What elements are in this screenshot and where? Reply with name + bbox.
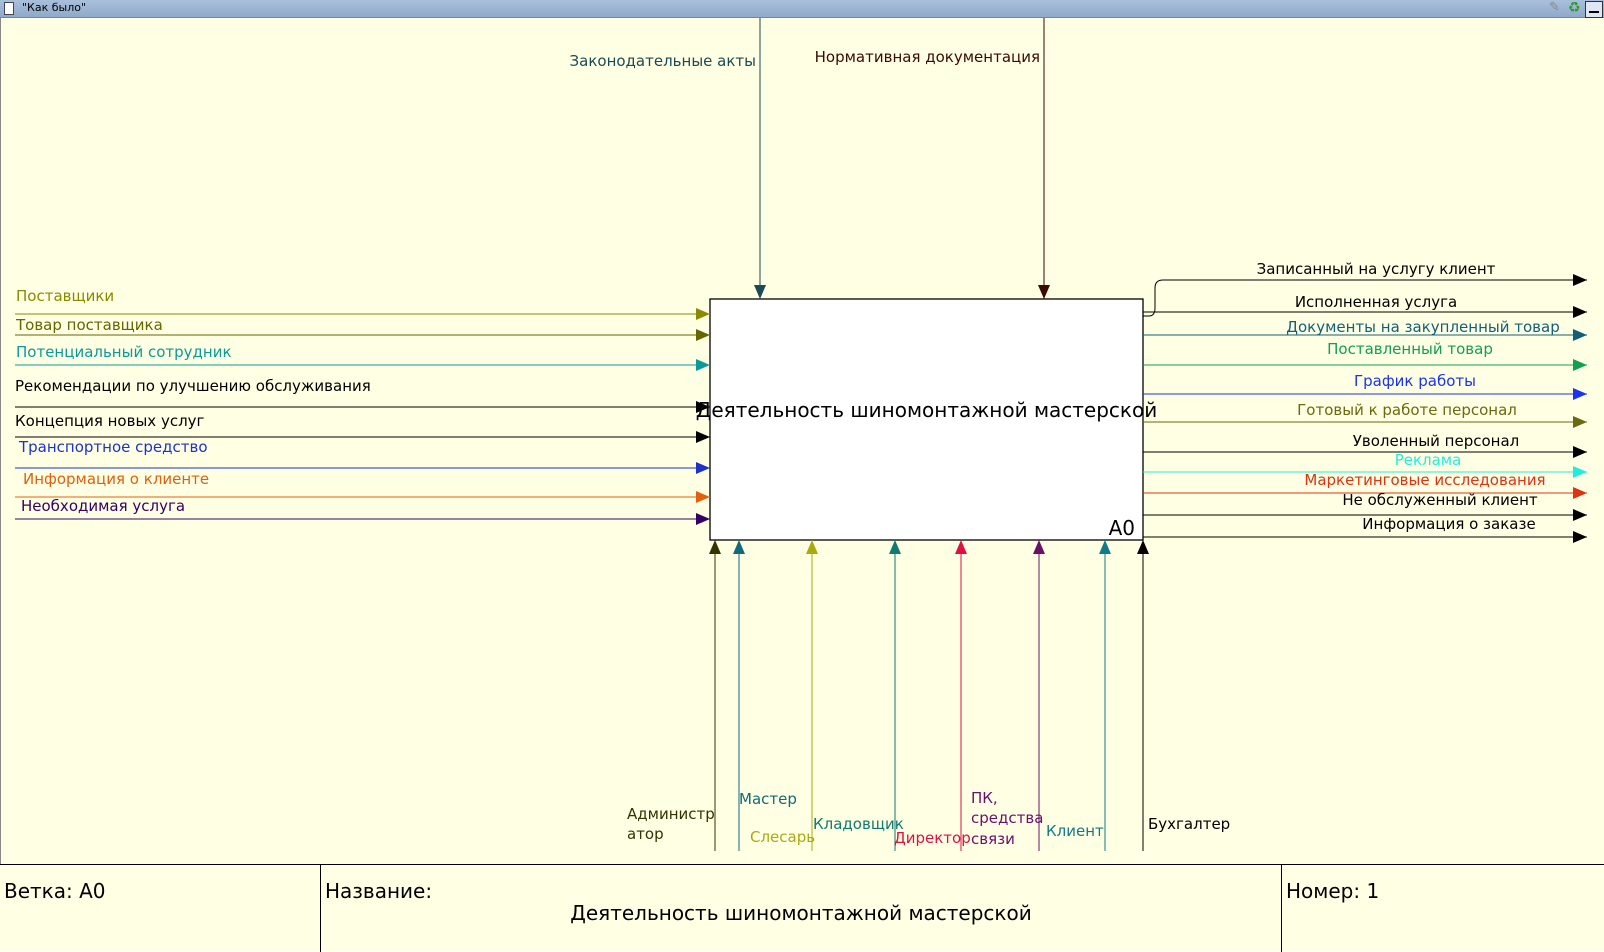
output-arrowhead-advertising (1573, 466, 1587, 478)
output-label-delivered_goods: Поставленный товар (1327, 340, 1493, 358)
footer-name-cell: Название: Деятельность шиномонтажной мас… (321, 865, 1282, 952)
output-label-marketing: Маркетинговые исследования (1304, 471, 1545, 489)
input-arrowhead-potential_employee (696, 359, 710, 371)
input-arrowhead-recommendations (696, 401, 710, 413)
input-label-required_service: Необходимая услуга (21, 497, 185, 515)
document-icon (4, 2, 14, 15)
mechanism-label-administrator-line2: атор (627, 825, 664, 843)
mechanism-label-storekeeper: Кладовщик (813, 815, 904, 833)
mechanism-arrowhead-storekeeper (889, 540, 901, 554)
output-label-advertising: Реклама (1395, 451, 1462, 469)
input-arrowhead-supplier_goods (696, 329, 710, 341)
mechanism-label-accountant: Бухгалтер (1148, 815, 1230, 833)
diagram-footer: Ветка: A0 Название: Деятельность шиномон… (0, 864, 1604, 952)
mechanism-arrowhead-accountant (1137, 540, 1149, 554)
mechanism-label-pc-line1: ПК, (971, 789, 998, 807)
input-label-vehicle: Транспортное средство (18, 438, 208, 456)
number-label: Номер: 1 (1286, 879, 1380, 903)
output-arrowhead-order_info (1573, 531, 1587, 543)
mechanism-label-pc-line3: связи (971, 830, 1015, 848)
mechanism-label-mechanic: Слесарь (750, 828, 815, 846)
input-arrowhead-new_services (696, 431, 710, 443)
output-label-order_info: Информация о заказе (1362, 515, 1535, 533)
output-label-unserved_client: Не обслуженный клиент (1342, 491, 1538, 509)
output-arrowhead-service_done (1573, 306, 1587, 318)
input-label-new_services: Концепция новых услуг (15, 412, 205, 430)
control-arrowhead-legal (754, 285, 766, 299)
mechanism-label-administrator-line1: Администр (627, 805, 715, 823)
output-label-schedule: График работы (1354, 372, 1476, 390)
output-label-purchase_docs: Документы на закупленный товар (1286, 318, 1559, 336)
mechanism-label-client: Клиент (1046, 822, 1104, 840)
control-arrowhead-normative (1038, 285, 1050, 299)
input-label-client_info: Информация о клиенте (23, 470, 209, 488)
mechanism-arrowhead-director (955, 540, 967, 554)
output-arrowhead-marketing (1573, 487, 1587, 499)
footer-number-cell: Номер: 1 (1282, 865, 1604, 952)
input-arrowhead-required_service (696, 513, 710, 525)
mechanism-label-director: Директор (894, 829, 971, 847)
branch-label: Ветка: A0 (4, 879, 106, 903)
output-arrowhead-schedule (1573, 388, 1587, 400)
control-label-normative: Нормативная документация (815, 48, 1040, 66)
refresh-icon[interactable]: ♻ (1568, 0, 1581, 16)
activity-node-number: A0 (1109, 516, 1135, 540)
output-label-service_done: Исполненная услуга (1295, 293, 1457, 311)
output-arrowhead-unserved_client (1573, 509, 1587, 521)
activity-box (709, 298, 1144, 541)
diagram-name: Деятельность шиномонтажной мастерской (570, 901, 1032, 925)
output-arrowhead-purchase_docs (1573, 329, 1587, 341)
mechanism-label-master: Мастер (739, 790, 797, 808)
name-label: Название: (325, 879, 433, 903)
output-label-fired_staff: Уволенный персонал (1353, 432, 1520, 450)
input-arrowhead-vehicle (696, 462, 710, 474)
output-arrowhead-delivered_goods (1573, 359, 1587, 371)
mechanism-arrowhead-mechanic (806, 540, 818, 554)
output-label-registered_client: Записанный на услугу клиент (1257, 260, 1496, 278)
mechanism-arrowhead-pc (1033, 540, 1045, 554)
mechanism-label-pc-line2: средства (971, 809, 1043, 827)
output-arrowhead-registered_client (1573, 274, 1587, 286)
input-arrowhead-suppliers (696, 308, 710, 320)
mechanism-arrowhead-client (1099, 540, 1111, 554)
activity-title: Деятельность шиномонтажной мастерской (696, 398, 1158, 422)
minimize-button[interactable] (1585, 1, 1603, 18)
input-arrowhead-client_info (696, 491, 710, 503)
footer-branch-cell: Ветка: A0 (0, 865, 321, 952)
input-label-recommendations: Рекомендации по улучшению обслуживания (15, 377, 371, 395)
output-label-ready_staff: Готовый к работе персонал (1297, 401, 1517, 419)
window-title: "Как было" (22, 1, 87, 14)
output-arrowhead-fired_staff (1573, 446, 1587, 458)
mechanism-arrowhead-master (733, 540, 745, 554)
input-label-suppliers: Поставщики (16, 287, 114, 305)
input-label-potential_employee: Потенциальный сотрудник (16, 343, 232, 361)
window-titlebar: "Как было" ✎ ♻ (0, 0, 1604, 18)
pin-icon[interactable]: ✎ (1549, 0, 1560, 15)
control-label-legal: Законодательные акты (570, 52, 756, 70)
output-arrow-registered_client (1143, 279, 1587, 317)
output-arrowhead-ready_staff (1573, 416, 1587, 428)
input-label-supplier_goods: Товар поставщика (15, 316, 163, 334)
mechanism-arrowhead-administrator (709, 540, 721, 554)
